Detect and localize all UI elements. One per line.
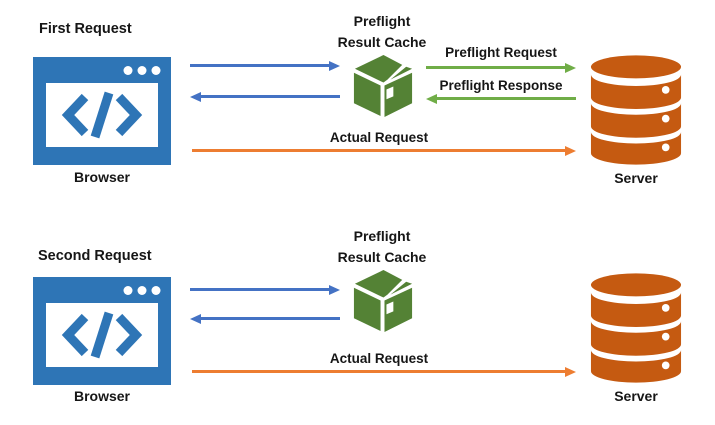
package-box-icon bbox=[350, 53, 417, 120]
cache-to-browser-arrow bbox=[190, 91, 340, 102]
cache-title-line2: Result Cache bbox=[337, 249, 427, 265]
preflight-response-label: Preflight Response bbox=[439, 78, 563, 93]
preflight-request-label: Preflight Request bbox=[445, 45, 557, 60]
arrowhead-right-icon bbox=[329, 60, 340, 71]
cache-title: Preflight Result Cache bbox=[312, 11, 452, 53]
arrowhead-left-icon bbox=[426, 93, 437, 104]
browser-window-code-icon bbox=[33, 57, 171, 165]
browser-to-cache-arrow bbox=[190, 284, 340, 295]
browser-label: Browser bbox=[73, 388, 131, 404]
server-label: Server bbox=[614, 170, 658, 186]
actual-request-label: Actual Request bbox=[329, 351, 429, 366]
actual-request-arrow bbox=[192, 366, 576, 377]
browser-window-code-icon bbox=[33, 277, 171, 385]
actual-request-label: Actual Request bbox=[329, 130, 429, 145]
package-box-icon bbox=[350, 268, 417, 335]
arrowhead-left-icon bbox=[190, 91, 201, 102]
database-icon bbox=[590, 271, 682, 385]
database-icon bbox=[590, 53, 682, 167]
browser-label: Browser bbox=[73, 169, 131, 185]
arrowhead-right-icon bbox=[565, 366, 576, 377]
arrowhead-right-icon bbox=[329, 284, 340, 295]
server-label: Server bbox=[614, 388, 658, 404]
cache-title-line1: Preflight bbox=[353, 228, 411, 244]
preflight-request-arrow bbox=[426, 62, 576, 73]
cache-title-line2: Result Cache bbox=[337, 34, 427, 50]
actual-request-arrow bbox=[192, 145, 576, 156]
preflight-response-arrow bbox=[426, 93, 576, 104]
cache-title-line1: Preflight bbox=[353, 13, 411, 29]
arrowhead-left-icon bbox=[190, 313, 201, 324]
second-request-title: Second Request bbox=[38, 248, 152, 264]
cache-to-browser-arrow bbox=[190, 313, 340, 324]
arrowhead-right-icon bbox=[565, 62, 576, 73]
first-request-title: First Request bbox=[39, 21, 132, 37]
cache-title: Preflight Result Cache bbox=[312, 226, 452, 268]
arrowhead-right-icon bbox=[565, 145, 576, 156]
browser-to-cache-arrow bbox=[190, 60, 340, 71]
